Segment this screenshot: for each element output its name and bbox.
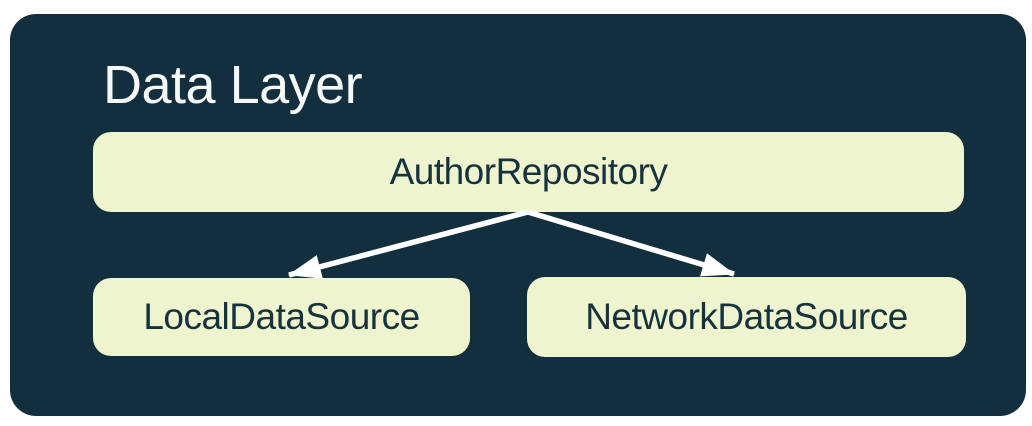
node-network-data-source: NetworkDataSource <box>527 277 966 357</box>
node-network-data-source-label: NetworkDataSource <box>585 296 908 337</box>
node-local-data-source: LocalDataSource <box>93 278 470 356</box>
group-title: Data Layer <box>103 55 363 115</box>
node-author-repository-label: AuthorRepository <box>389 151 668 192</box>
node-local-data-source-label: LocalDataSource <box>143 296 420 337</box>
node-author-repository: AuthorRepository <box>93 132 964 212</box>
